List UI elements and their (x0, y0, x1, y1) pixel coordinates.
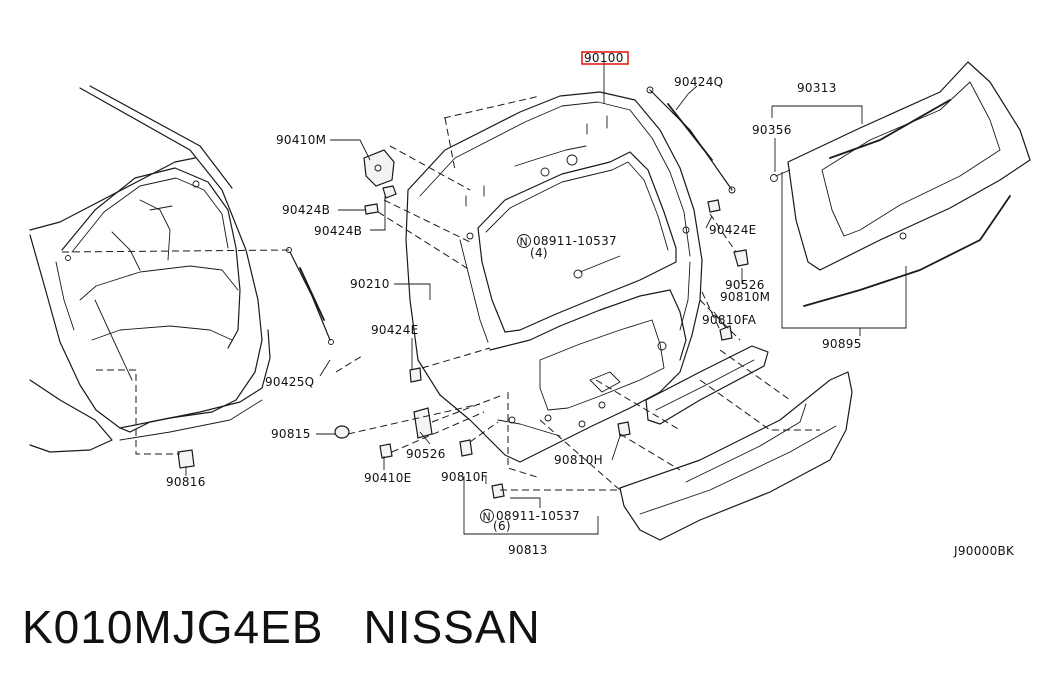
n-symbol-top-label: N (520, 236, 529, 249)
n-symbol-bottom: N (480, 509, 494, 524)
callout-90424E-left[interactable]: 90424E (371, 323, 419, 337)
callout-90816[interactable]: 90816 (166, 475, 206, 489)
callout-90100[interactable]: 90100 (584, 51, 624, 65)
callout-08911-bottom-qty: (6) (493, 519, 511, 533)
callout-90424E-right[interactable]: 90424E (709, 223, 757, 237)
installation-guide-lines (61, 95, 820, 491)
callout-08911-bottom[interactable]: 08911-10537 (496, 509, 580, 523)
callout-90210[interactable]: 90210 (350, 277, 390, 291)
callout-90526-right[interactable]: 90526 (725, 278, 765, 292)
callout-90425Q[interactable]: 90425Q (265, 375, 314, 389)
callout-labels: 90100 90424Q 90313 90356 90410M 90424B 9… (166, 51, 1015, 558)
small-parts-drawing (177, 86, 749, 499)
callout-90526-bottom[interactable]: 90526 (406, 447, 446, 461)
back-door-finisher-drawing (619, 345, 853, 541)
callout-90424B-lower[interactable]: 90424B (314, 224, 362, 238)
vehicle-body-drawing (29, 85, 271, 453)
back-door-glass-drawing (770, 61, 1031, 307)
n-symbol-bottom-label: N (483, 511, 492, 524)
n-symbol-top: N (517, 234, 531, 249)
callout-90410E[interactable]: 90410E (364, 471, 412, 485)
callout-90815[interactable]: 90815 (271, 427, 311, 441)
diagram-code: J90000BK (953, 544, 1015, 558)
callout-90810FA[interactable]: 90810FA (702, 313, 757, 327)
part-number-text: K010MJG4EB (22, 601, 324, 653)
callout-90810H[interactable]: 90810H (554, 453, 603, 467)
callout-leader-lines (185, 62, 907, 535)
callout-90813[interactable]: 90813 (508, 543, 548, 557)
back-door-panel-drawing (405, 91, 703, 463)
callout-08911-top-qty: (4) (530, 246, 548, 260)
callout-90424Q[interactable]: 90424Q (674, 75, 723, 89)
callout-90424B-upper[interactable]: 90424B (282, 203, 330, 217)
callout-90313[interactable]: 90313 (797, 81, 837, 95)
callout-90895[interactable]: 90895 (822, 337, 862, 351)
callout-90810M[interactable]: 90810M (720, 290, 770, 304)
callout-08911-top[interactable]: 08911-10537 (533, 234, 617, 248)
footer-caption: K010MJG4EB NISSAN (22, 600, 541, 654)
callout-90410M[interactable]: 90410M (276, 133, 326, 147)
callout-90356[interactable]: 90356 (752, 123, 792, 137)
selected-part-highlight (581, 51, 629, 65)
callout-90810F[interactable]: 90810F (441, 470, 488, 484)
brand-name-text: NISSAN (363, 601, 541, 653)
